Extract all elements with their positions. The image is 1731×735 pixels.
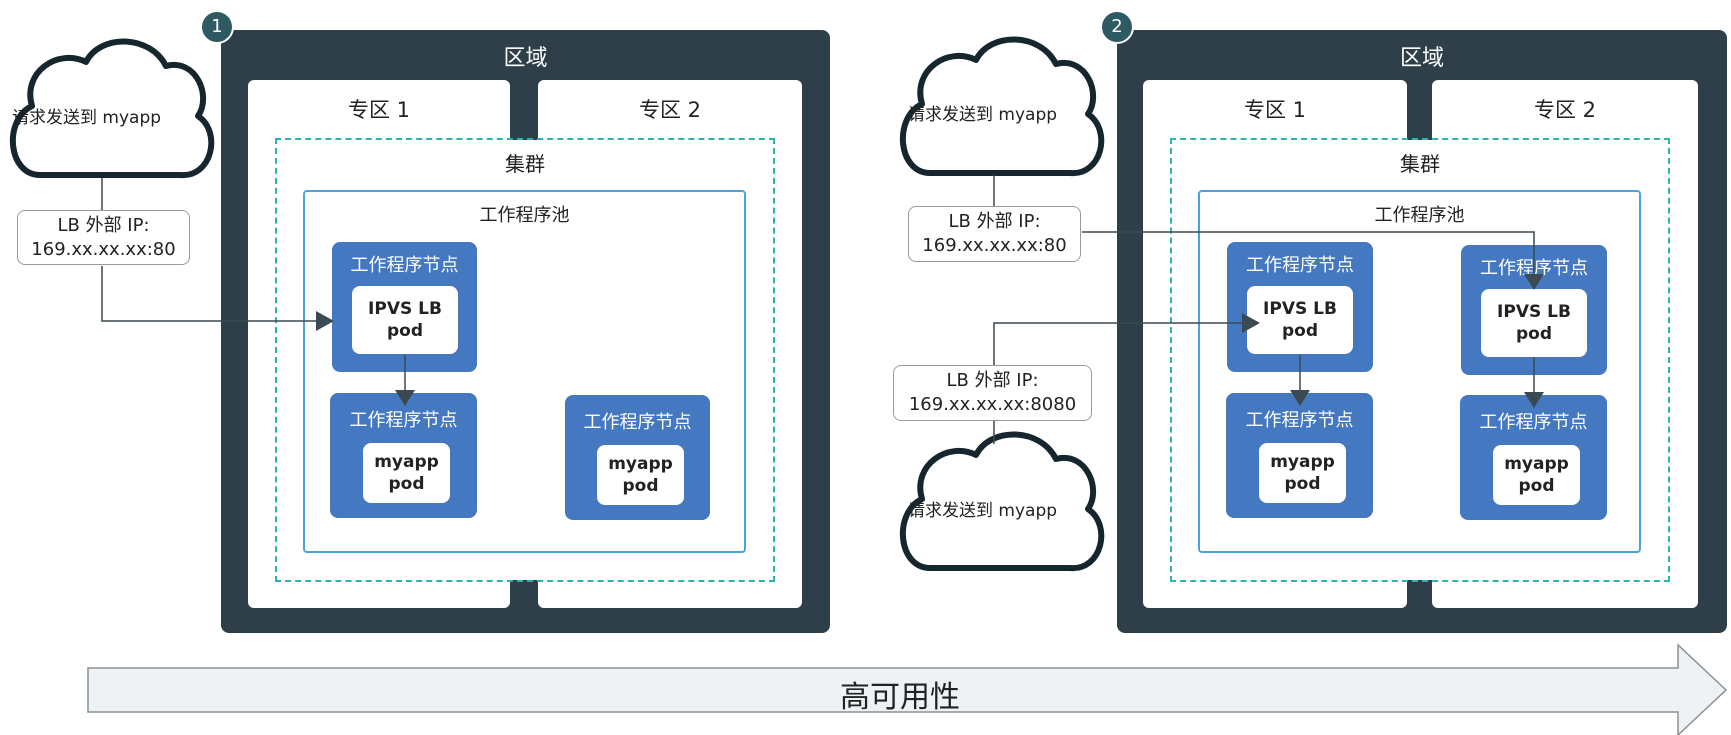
region-2-title: 区域 (1399, 46, 1444, 71)
pod-type: pod (1281, 321, 1319, 341)
ipvs-lb-pod: IPVS LB pod (1481, 289, 1587, 357)
cloud-request-text: 请求发送到 myapp (908, 105, 1058, 125)
worker-node-label: 工作程序节点 (1479, 412, 1588, 433)
lb-ip-address: 169.xx.xx.xx:8080 (908, 394, 1077, 415)
worker-node-label: 工作程序节点 (1246, 255, 1354, 276)
lb-external-ip-box: LB 外部 IP: 169.xx.xx.xx:80 (908, 206, 1081, 262)
step-badge-1: 1 (200, 10, 234, 44)
zone-1-label: 专区 1 (1243, 98, 1307, 122)
zone-2-label: 专区 2 (638, 98, 702, 122)
cloud-request-text: 请求发送到 myapp (908, 501, 1058, 521)
step-badge-2: 2 (1100, 10, 1134, 44)
pod-name: myapp (608, 454, 673, 474)
pod-type: pod (386, 321, 424, 341)
cluster-label: 集群 (1400, 152, 1440, 176)
worker-node-label: 工作程序节点 (583, 412, 692, 433)
myapp-pod: myapp pod (597, 445, 684, 505)
pod-name: myapp (1504, 454, 1569, 474)
cluster (275, 138, 775, 582)
pod-type: pod (622, 476, 659, 496)
worker-node-lb-a: 工作程序节点 IPVS LB pod (1227, 242, 1373, 372)
ipvs-lb-pod: IPVS LB pod (1247, 286, 1353, 354)
lb-external-ip-box: LB 外部 IP: 169.xx.xx.xx:8080 (893, 365, 1092, 421)
worker-node-label: 工作程序节点 (349, 410, 458, 431)
lb-ip-label: LB 外部 IP: (946, 370, 1039, 391)
pod-name: IPVS LB (1497, 302, 1571, 322)
availability-label: 高可用性 (840, 680, 960, 715)
worker-node-label: 工作程序节点 (1245, 410, 1354, 431)
worker-node-app-a: 工作程序节点 myapp pod (1226, 393, 1373, 518)
pod-type: pod (1518, 476, 1555, 496)
worker-node-lb-b: 工作程序节点 IPVS LB pod (1461, 245, 1607, 375)
zone-1-label: 专区 1 (347, 98, 411, 122)
worker-node-app-a: 工作程序节点 myapp pod (330, 393, 477, 518)
lb-ip-label: LB 外部 IP: (57, 215, 150, 236)
ipvs-lb-pod: IPVS LB pod (352, 286, 458, 354)
worker-node-lb: 工作程序节点 IPVS LB pod (332, 242, 477, 372)
pod-name: IPVS LB (368, 299, 442, 319)
cloud-request-text: 请求发送到 myapp (12, 108, 162, 128)
myapp-pod: myapp pod (1493, 445, 1580, 505)
pod-name: myapp (1270, 452, 1335, 472)
pod-type: pod (1284, 474, 1321, 494)
lb-ip-address: 169.xx.xx.xx:80 (31, 239, 176, 260)
lb-ip-label: LB 外部 IP: (948, 211, 1041, 232)
worker-pool-label: 工作程序池 (1374, 205, 1465, 226)
worker-node-app-b: 工作程序节点 myapp pod (1460, 395, 1607, 520)
pod-type: pod (1515, 324, 1553, 344)
pod-name: IPVS LB (1263, 299, 1337, 319)
myapp-pod: myapp pod (363, 443, 450, 503)
worker-pool-label: 工作程序池 (479, 205, 570, 226)
worker-node-label: 工作程序节点 (350, 255, 459, 276)
lb-external-ip-box: LB 外部 IP: 169.xx.xx.xx:80 (17, 210, 190, 265)
worker-node-app-b: 工作程序节点 myapp pod (565, 395, 710, 520)
region-1-title: 区域 (503, 46, 548, 71)
lb-ip-address: 169.xx.xx.xx:80 (922, 235, 1067, 256)
cluster-label: 集群 (505, 152, 545, 176)
zone-2-label: 专区 2 (1533, 98, 1597, 122)
worker-node-label: 工作程序节点 (1480, 258, 1588, 279)
pod-type: pod (388, 474, 425, 494)
pod-name: myapp (374, 452, 439, 472)
myapp-pod: myapp pod (1259, 443, 1346, 503)
